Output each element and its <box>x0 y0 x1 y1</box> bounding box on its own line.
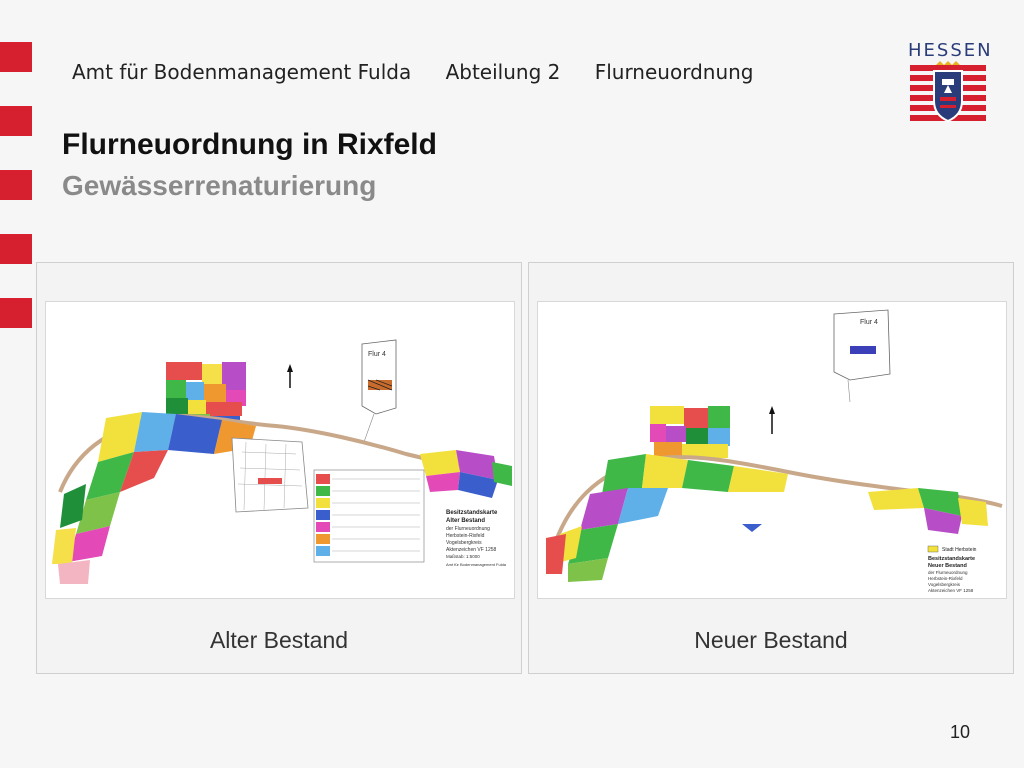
red-stripe <box>0 234 32 264</box>
red-stripe <box>0 298 32 328</box>
caption-alter-bestand: Alter Bestand <box>209 627 349 653</box>
north-arrow-icon <box>287 364 293 388</box>
legend-title-old: Besitzstandskarte <box>446 510 498 516</box>
topic-name: Flurneuordnung <box>594 60 754 84</box>
caption-neuer-bestand: Neuer Bestand <box>694 627 848 653</box>
small-parcel-marker <box>742 524 762 532</box>
legend-line-new: Vogelsbergkreis <box>928 582 961 587</box>
flur-4-label: Flur 4 <box>860 319 878 326</box>
cadastral-map-old: Flur 4 <box>52 339 512 584</box>
legend-table <box>313 469 425 563</box>
red-stripe <box>0 170 32 200</box>
flur-4-sheet: Flur 4 <box>833 309 891 403</box>
legend-line-old: Vogelsbergkreis <box>446 540 482 546</box>
department-name: Abteilung 2 <box>445 60 561 84</box>
legend-line-old: Herbstein-Rixfeld <box>446 533 485 539</box>
hessen-logo-text: HESSEN <box>908 40 993 61</box>
north-arrow-icon <box>769 406 775 434</box>
legend-line-old: Aktenzeichen VF 1258 <box>446 547 497 553</box>
cadastral-map-new: Flur 4 <box>546 309 1003 593</box>
legend-scale-old: Maßstab: 1:5000 <box>446 554 480 559</box>
header-line: Amt für Bodenmanagement Fulda Abteilung … <box>72 60 782 84</box>
slide-subtitle: Gewässerrenaturierung <box>62 170 377 201</box>
office-name: Amt für Bodenmanagement Fulda <box>72 60 412 84</box>
parcel-cluster-east <box>420 450 512 498</box>
legend-line-new: Aktenzeichen VF 1258 <box>928 588 974 593</box>
map-neuer-bestand: Flur 4 <box>537 301 1007 599</box>
parcel-cluster-east <box>868 488 988 534</box>
red-stripe <box>0 106 32 136</box>
flur-4-sheet: Flur 4 <box>361 339 397 443</box>
hessen-logo: HESSEN <box>908 40 993 132</box>
legend-key-herbstein: Stadt Herbstein <box>942 547 977 553</box>
parcel-plan-central <box>231 437 309 513</box>
legend-authority-old: Amt für Bodenmanagement Fulda <box>446 562 507 567</box>
legend-line-new: der Flurneuordnung <box>928 570 968 575</box>
page-number: 10 <box>950 722 971 742</box>
panel-neuer-bestand: Flur 4 <box>528 262 1014 674</box>
flur-4-label: Flur 4 <box>368 351 386 358</box>
legend-line-old: der Flurneuordnung <box>446 526 490 532</box>
legend-title-new: Besitzstandskarte <box>928 556 975 562</box>
panel-alter-bestand: Flur 4 <box>36 262 522 674</box>
parcel-strip-west <box>52 412 256 584</box>
legend-subtitle-old: Alter Bestand <box>446 518 485 524</box>
hessen-coat-of-arms-icon <box>910 61 986 123</box>
legend-text-old: Besitzstandskarte Alter Bestand der Flur… <box>446 510 507 567</box>
parcel-cluster-north <box>650 406 730 458</box>
decorative-red-stripes <box>0 42 32 362</box>
legend-line-new: Herbstein-Rixfeld <box>928 576 963 581</box>
legend-subtitle-new: Neuer Bestand <box>928 563 967 569</box>
slide-title: Flurneuordnung in Rixfeld <box>62 128 437 161</box>
red-stripe <box>0 42 32 72</box>
parcel-strip-west <box>546 454 788 582</box>
map-alter-bestand: Flur 4 <box>45 301 515 599</box>
legend-text-new: Stadt Herbstein Besitzstandskarte Neuer … <box>927 545 977 593</box>
